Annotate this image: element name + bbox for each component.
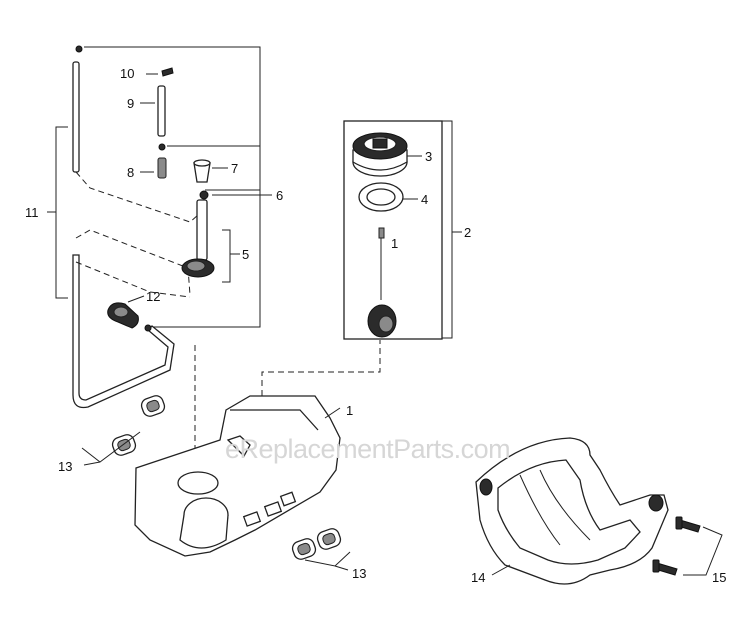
callout-11: 11 [25,205,39,220]
callout-2: 2 [464,225,471,240]
fuel-line-screw-10[interactable] [146,67,174,77]
callout-12: 12 [146,289,160,304]
callout-1: 1 [346,403,353,418]
callout-10: 10 [120,66,134,81]
callout-15: 15 [712,570,726,585]
watermark-text: eReplacementParts.com [225,434,510,464]
fuel-filter-8[interactable] [140,143,167,179]
callout-9: 9 [127,96,134,111]
callout-5: 5 [242,247,249,262]
fuel-tank-1[interactable] [134,395,341,557]
cap-gasket-4[interactable] [358,182,418,212]
cap-tether-and-vent[interactable]: 1 [367,227,398,338]
fuel-cap-3[interactable] [352,132,422,177]
grommet-cap-7[interactable] [193,159,228,183]
callout-13-right: 13 [352,566,366,581]
grommet-13-right[interactable] [291,527,351,571]
o-ring-6[interactable] [199,190,272,200]
callout-3: 3 [425,149,432,164]
svg-text:1: 1 [391,236,398,251]
grommet-13-left[interactable] [81,394,166,466]
callout-8: 8 [127,165,134,180]
assembly-guide-lines [75,171,381,500]
fuel-line-group-bracket [47,46,261,328]
callout-13-left: 13 [58,459,72,474]
callout-6: 6 [276,188,283,203]
callout-labels: 1 2 3 4 5 6 7 8 9 10 11 12 13 13 14 15 [25,66,726,585]
callout-7: 7 [231,161,238,176]
fuel-tube-9[interactable] [140,85,166,137]
guard-screws-15[interactable] [652,516,723,576]
callout-14: 14 [471,570,485,585]
tank-guard-14[interactable] [475,437,669,585]
fuel-pickup-5[interactable] [181,199,240,283]
callout-4: 4 [421,192,428,207]
inline-filter-12[interactable] [107,295,152,332]
